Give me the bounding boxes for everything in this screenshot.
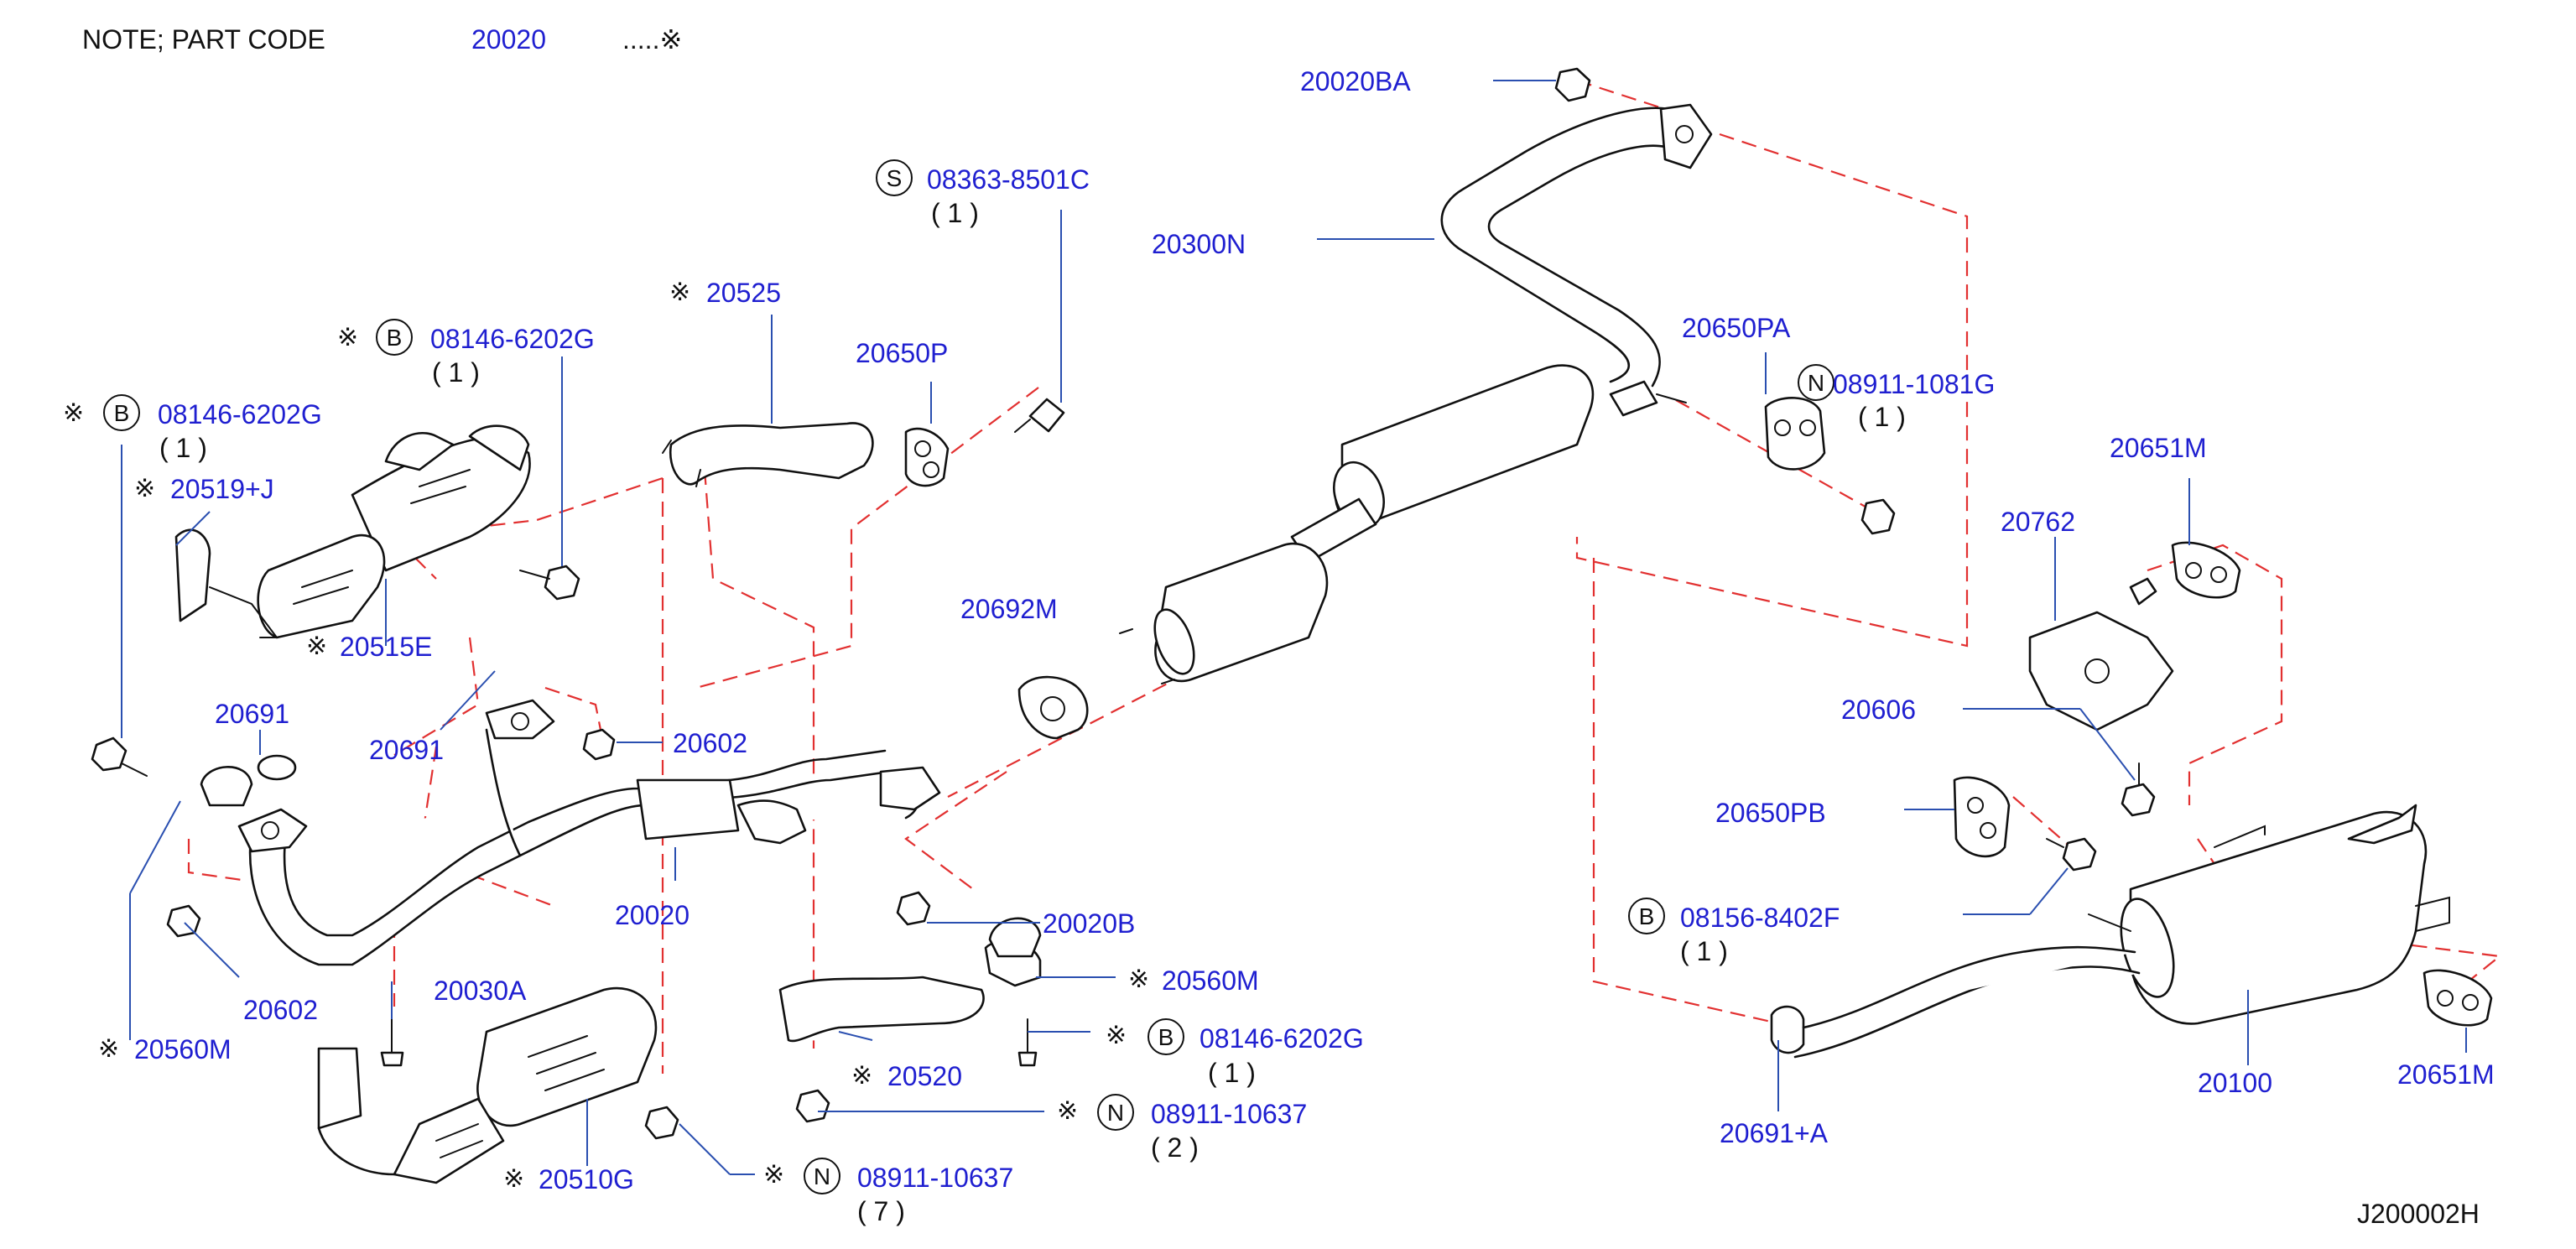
diagram-id: J200002H <box>2357 1199 2480 1229</box>
callout-20650P: 20650P <box>856 338 948 368</box>
callout-20520: ※ 20520 <box>851 1061 962 1091</box>
quantity: ( 1 ) <box>1208 1058 1256 1088</box>
part-number: 20525 <box>706 278 781 308</box>
bolt-symbol: B <box>387 325 403 351</box>
note-prefix: NOTE; PART CODE <box>82 24 325 55</box>
callout-08146-6202G-b: ※ B 08146-6202G ( 1 ) <box>63 394 322 463</box>
heat-shield-upper <box>662 422 874 487</box>
bolt-symbol: B <box>1158 1024 1174 1050</box>
part-number: 08911-10637 <box>1151 1099 1307 1129</box>
callout-20691-b: 20691 <box>369 735 444 765</box>
bolt-symbol: B <box>114 400 130 426</box>
center-muffler-assembly <box>1153 103 1713 683</box>
rear-muffler-assembly <box>1793 804 2450 1059</box>
callout-20650PA: 20650PA <box>1682 313 1791 343</box>
callout-20515E: ※ 20515E <box>306 632 432 662</box>
gaskets-and-flanges <box>257 675 1805 1054</box>
manifold-assembly-upper <box>174 424 531 639</box>
nut-symbol: N <box>1107 1100 1124 1126</box>
catalyst-lower <box>317 986 658 1184</box>
callout-20300N: 20300N <box>1152 229 1246 259</box>
exhaust-clamps <box>200 766 1042 958</box>
asterisk-mark: ※ <box>669 278 690 306</box>
callout-20692M: 20692M <box>960 594 1058 624</box>
callout-08911-10637-a: ※ N 08911-10637 ( 2 ) <box>1057 1094 1307 1163</box>
callout-20560M-b: ※ 20560M <box>98 1034 232 1064</box>
part-number: 08911-10637 <box>857 1163 1013 1193</box>
part-number: 20560M <box>1162 965 1259 996</box>
part-number: 08156-8402F <box>1680 903 1840 933</box>
quantity: ( 1 ) <box>432 357 480 388</box>
note-suffix: .....※ <box>622 24 682 55</box>
callout-20602-b: 20602 <box>243 995 318 1025</box>
asterisk-mark: ※ <box>134 475 155 502</box>
callout-20651M-bottom: 20651M <box>2397 1059 2495 1090</box>
callout-20651M-top: 20651M <box>2110 433 2207 463</box>
quantity: ( 7 ) <box>857 1196 905 1226</box>
part-number: 08146-6202G <box>1200 1023 1364 1054</box>
callout-08146-6202G-a: ※ B 08146-6202G ( 1 ) <box>337 319 595 388</box>
part-number: 20560M <box>134 1034 232 1064</box>
callout-08363-8501C: S 08363-8501C ( 1 ) <box>876 159 1090 228</box>
callout-20510G: ※ 20510G <box>503 1164 634 1194</box>
callout-20691-a: 20691 <box>215 699 289 729</box>
callout-20650PB: 20650PB <box>1715 798 1826 828</box>
part-number: 08363-8501C <box>927 164 1090 195</box>
asterisk-mark: ※ <box>1057 1097 1078 1125</box>
nut-symbol: N <box>814 1163 830 1189</box>
note-part-code: 20020 <box>471 24 546 55</box>
callout-20519J: ※ 20519+J <box>134 474 274 504</box>
callout-20525: ※ 20525 <box>669 278 781 308</box>
part-number: 20515E <box>340 632 432 662</box>
part-number: 08146-6202G <box>430 324 595 354</box>
asterisk-mark: ※ <box>98 1035 119 1063</box>
callout-20602-a: 20602 <box>673 728 747 758</box>
part-number: 08911-1081G <box>1833 369 1995 399</box>
quantity: ( 2 ) <box>1151 1132 1199 1163</box>
part-number: 20519+J <box>170 474 274 504</box>
bolt-symbol: B <box>1639 903 1655 929</box>
front-pipe-assembly <box>237 699 941 966</box>
asterisk-mark: ※ <box>763 1161 784 1189</box>
leader-lines <box>121 80 2467 1175</box>
fasteners <box>91 67 2156 1140</box>
callout-08156-8402F: B 08156-8402F ( 1 ) <box>1628 898 1840 966</box>
asterisk-mark: ※ <box>63 399 84 427</box>
callout-20020BA: 20020BA <box>1300 66 1411 96</box>
screw-symbol: S <box>887 165 903 191</box>
asterisk-mark: ※ <box>851 1062 872 1090</box>
asterisk-mark: ※ <box>503 1165 524 1193</box>
callout-20030A: 20030A <box>434 976 527 1006</box>
callout-20560M-a: ※ 20560M <box>1128 965 1259 996</box>
callout-20020: 20020 <box>615 900 690 930</box>
callout-08911-10637-b: ※ N 08911-10637 ( 7 ) <box>763 1158 1013 1226</box>
asterisk-mark: ※ <box>1106 1022 1127 1049</box>
callout-20606: 20606 <box>1841 695 1916 725</box>
asterisk-mark: ※ <box>337 324 358 351</box>
callout-08146-6202G-c: ※ B 08146-6202G ( 1 ) <box>1106 1018 1364 1088</box>
callout-20100: 20100 <box>2198 1068 2272 1098</box>
callout-20762: 20762 <box>2001 507 2075 537</box>
asterisk-mark: ※ <box>1128 965 1149 993</box>
mounting-bracket <box>2028 577 2174 731</box>
callout-20691A: 20691+A <box>1720 1118 1829 1148</box>
part-number: 08146-6202G <box>158 399 322 429</box>
asterisk-mark: ※ <box>306 632 327 660</box>
quantity: ( 1 ) <box>1858 402 1906 432</box>
quantity: ( 1 ) <box>159 433 207 463</box>
heat-shield-lower <box>778 976 985 1043</box>
nut-symbol: N <box>1808 370 1824 396</box>
callout-20020B: 20020B <box>1043 908 1135 939</box>
part-number: 20520 <box>887 1061 962 1091</box>
part-number: 20510G <box>539 1164 634 1194</box>
quantity: ( 1 ) <box>931 198 979 228</box>
callout-08911-1081G: N 08911-1081G ( 1 ) <box>1798 364 1995 432</box>
quantity: ( 1 ) <box>1680 936 1728 966</box>
